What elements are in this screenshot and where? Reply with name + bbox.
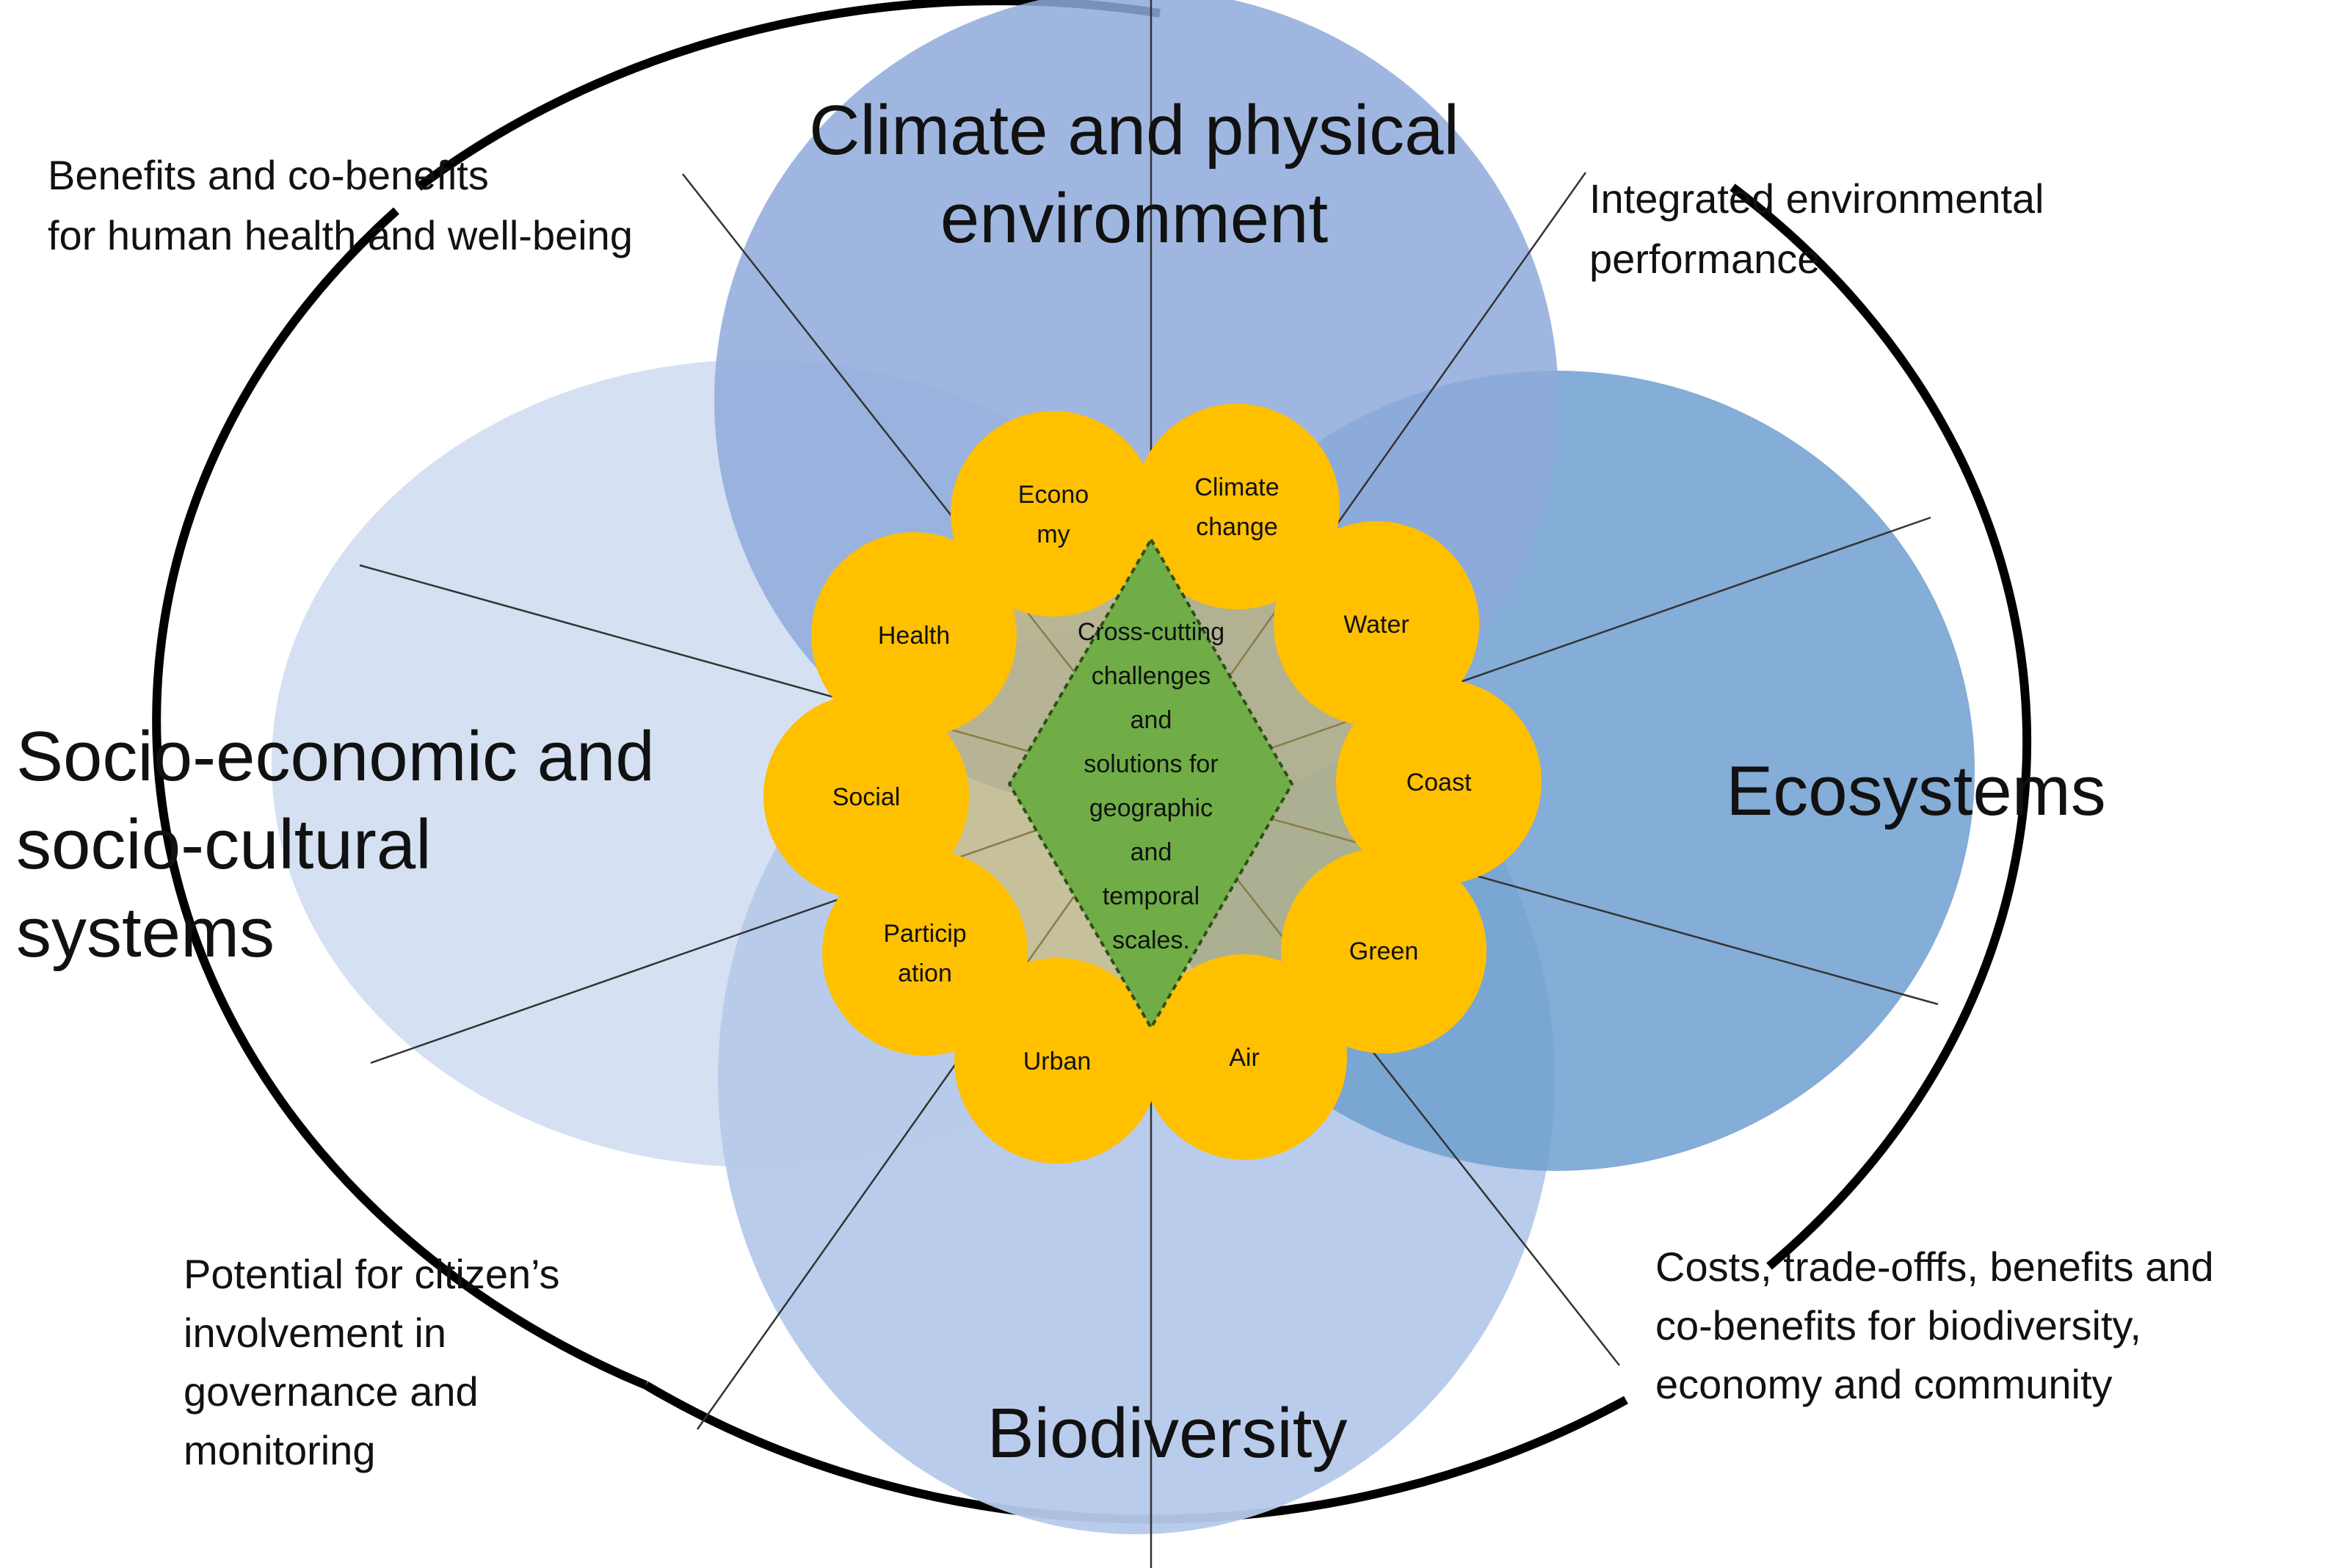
petal-circle — [1336, 679, 1542, 885]
text-line: Urban — [1023, 1048, 1092, 1075]
text-line: solutions for — [1084, 750, 1218, 778]
petal-circle — [951, 411, 1156, 617]
petal-label: Coast — [1407, 769, 1472, 796]
petal-circle — [811, 532, 1017, 738]
text-line: Integrated environmental — [1589, 175, 2044, 222]
petal-label: Health — [878, 622, 950, 650]
petal-climatechange: Climate change — [1134, 404, 1340, 609]
text-line: Air — [1229, 1044, 1260, 1072]
text-line: systems — [16, 893, 275, 972]
biodiversity-label: Biodiversity — [987, 1394, 1348, 1473]
petal-circle — [954, 958, 1160, 1164]
text-line: Cross-cutting — [1078, 618, 1224, 646]
center-diamond — [1007, 537, 1294, 1031]
petal-urban: Urban — [954, 958, 1160, 1164]
text-line: Coast — [1407, 769, 1472, 796]
text-line: Green — [1349, 937, 1419, 965]
socio-label: Socio-economic and socio-cultural systems — [16, 717, 655, 972]
text-line: for human health and well-being — [48, 212, 633, 258]
petal-economy: Econo my — [951, 411, 1156, 617]
petal-circle — [763, 694, 969, 899]
petal-water: Water — [1274, 521, 1479, 727]
text-line: co-benefits for biodiversity, — [1655, 1302, 2141, 1349]
text-line: challenges — [1092, 662, 1211, 690]
petal-health: Health — [811, 532, 1017, 738]
petal-social: Social — [763, 694, 969, 899]
text-line: Particip — [883, 920, 966, 948]
text-line: economy and community — [1655, 1361, 2113, 1407]
text-line: my — [1037, 520, 1070, 548]
petal-label: Urban — [1023, 1048, 1092, 1075]
petal-label: Social — [832, 783, 901, 811]
text-line: governance and — [184, 1368, 479, 1415]
petal-circle — [1281, 848, 1487, 1053]
corner-label-bottom-left: Potential for citizen’s involvement in gov… — [184, 1251, 560, 1473]
petal-circle — [1142, 954, 1347, 1160]
petal-coast: Coast — [1336, 679, 1542, 885]
text-line: Health — [878, 622, 950, 650]
text-line: environment — [940, 179, 1328, 258]
text-line: and — [1130, 838, 1172, 866]
text-line: and — [1130, 706, 1172, 734]
text-line: Econo — [1018, 481, 1089, 509]
text-line: Costs, trade-offfs, benefits and — [1655, 1244, 2214, 1290]
text-line: Ecosystems — [1726, 752, 2105, 830]
text-line: performance — [1589, 236, 1820, 282]
text-line: Potential for citizen’s — [184, 1251, 560, 1297]
text-line: Social — [832, 783, 901, 811]
text-line: Socio-economic and — [16, 717, 655, 796]
text-line: socio-cultural — [16, 805, 432, 884]
text-line: scales. — [1112, 926, 1190, 954]
text-line: geographic — [1089, 794, 1213, 822]
petal-label: Econo my — [1018, 481, 1089, 548]
text-line: involvement in — [184, 1310, 446, 1356]
climate-label: Climate and physical environment — [809, 91, 1459, 258]
text-line: ation — [898, 959, 952, 987]
text-line: change — [1196, 513, 1278, 541]
petal-label: Water — [1343, 611, 1409, 639]
corner-label-bottom-right: Costs, trade-offfs, benefits and co-benef… — [1655, 1244, 2214, 1407]
text-line: Biodiversity — [987, 1394, 1348, 1473]
center-label: Cross-cutting challenges and solutions for g… — [1078, 618, 1224, 954]
petal-label: Particip ation — [883, 920, 966, 987]
petal-air: Air — [1142, 954, 1347, 1160]
corner-label-top-left: Benefits and co-benefits for human health… — [48, 152, 633, 258]
petal-label: Green — [1349, 937, 1419, 965]
ecosystems-label: Ecosystems — [1726, 752, 2105, 830]
text-line: temporal — [1103, 882, 1199, 910]
text-line: Climate and physical — [809, 91, 1459, 170]
text-line: monitoring — [184, 1427, 375, 1473]
text-line: Climate — [1194, 473, 1279, 501]
petal-circle — [1134, 404, 1340, 609]
petal-green: Green — [1281, 848, 1487, 1053]
petal-label: Climate change — [1194, 473, 1279, 541]
petal-label: Air — [1229, 1044, 1260, 1072]
petal-circle — [1274, 521, 1479, 727]
corner-label-top-right: Integrated environmental performance — [1589, 175, 2044, 282]
text-line: Benefits and co-benefits — [48, 152, 489, 198]
text-line: Water — [1343, 611, 1409, 639]
